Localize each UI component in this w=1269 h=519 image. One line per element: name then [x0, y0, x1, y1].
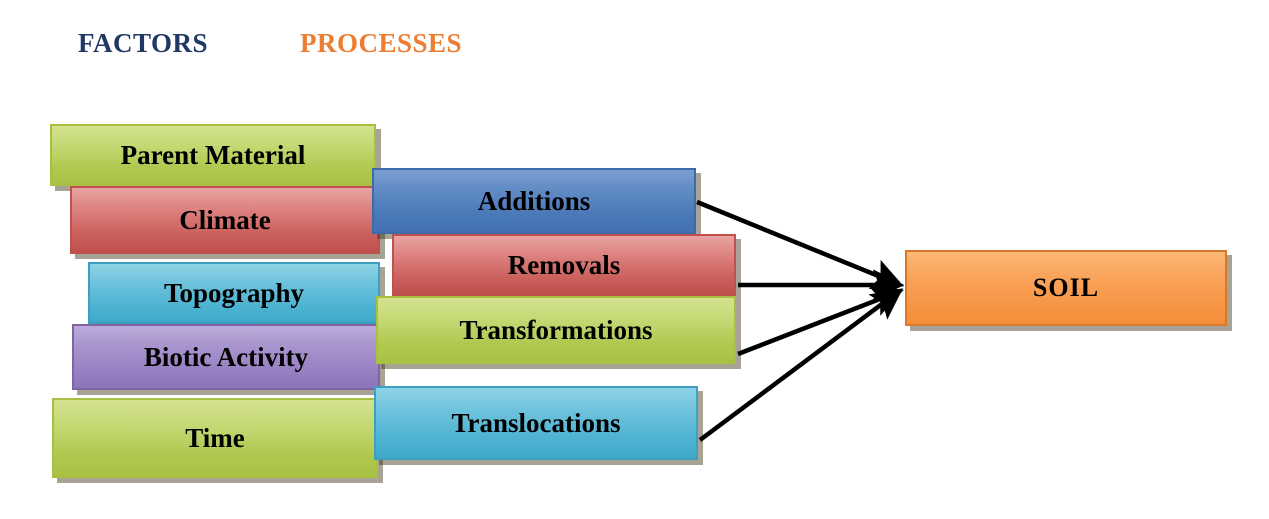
factor-label-biotic-activity: Biotic Activity	[143, 341, 309, 372]
factor-label-climate: Climate	[179, 204, 271, 235]
arrow-transformations-to-soil	[737, 286, 904, 357]
process-box-additions[interactable]: Additions	[372, 168, 696, 234]
factor-label-time: Time	[185, 422, 245, 453]
process-label-removals: Removals	[507, 249, 621, 280]
factors-column-heading: FACTORS	[78, 28, 209, 58]
factor-box-topography[interactable]: Topography	[88, 262, 380, 324]
factor-label-topography: Topography	[163, 277, 305, 308]
result-label-soil: SOIL	[1032, 273, 1100, 302]
factor-box-time[interactable]: Time	[52, 398, 378, 478]
process-box-removals[interactable]: Removals	[392, 234, 736, 296]
result-box-soil[interactable]: SOIL	[905, 250, 1227, 326]
process-box-transformations[interactable]: Transformations	[376, 296, 736, 364]
process-box-translocations[interactable]: Translocations	[374, 386, 698, 460]
factor-box-biotic-activity[interactable]: Biotic Activity	[72, 324, 380, 390]
factor-box-parent-material[interactable]: Parent Material	[50, 124, 376, 186]
process-label-translocations: Translocations	[451, 407, 621, 438]
process-label-transformations: Transformations	[459, 314, 653, 345]
processes-column-heading: PROCESSES	[300, 28, 463, 58]
factor-box-climate[interactable]: Climate	[70, 186, 380, 254]
factor-label-parent-material: Parent Material	[120, 139, 306, 170]
process-label-additions: Additions	[477, 185, 591, 216]
